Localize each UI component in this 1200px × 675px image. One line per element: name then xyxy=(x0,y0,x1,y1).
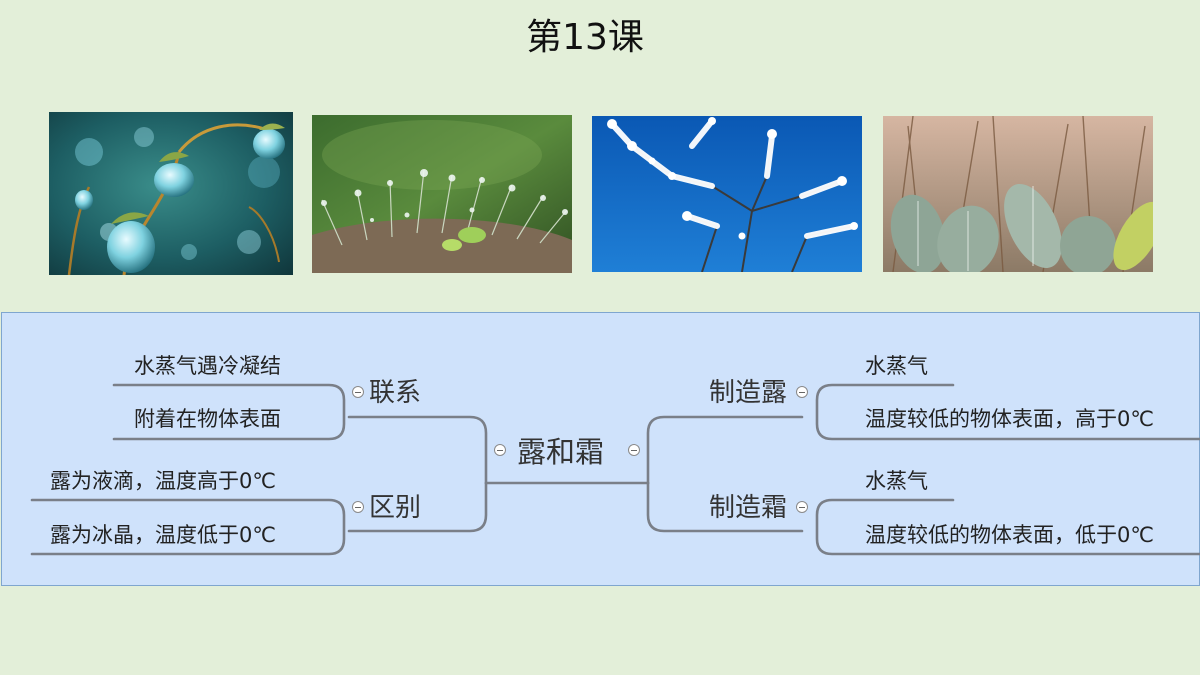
leaf-text: 附着在物体表面 xyxy=(134,407,281,431)
branch-make-frost: 制造霜 xyxy=(709,493,788,523)
leaf-text: 水蒸气 xyxy=(865,469,928,493)
branch-connection: 联系 xyxy=(369,378,422,408)
leaf-text: 温度较低的物体表面，低于0℃ xyxy=(865,523,1154,547)
frost-branches-photo xyxy=(592,116,862,272)
leaf-text: 温度较低的物体表面，高于0℃ xyxy=(865,407,1154,431)
branch-make-dew: 制造露 xyxy=(709,378,788,408)
mindmap-connectors xyxy=(30,383,1200,556)
collapse-branch-icon[interactable] xyxy=(352,501,364,513)
branch-difference: 区别 xyxy=(369,493,422,523)
collapse-left-icon[interactable] xyxy=(494,444,506,456)
mindmap-panel: 露和霜 联系 水蒸气遇冷凝结 附着在物体表面 区别 露为液滴，温度高于0℃ 露为… xyxy=(1,312,1200,586)
leaf-text: 露为液滴，温度高于0℃ xyxy=(50,469,276,493)
dew-photo xyxy=(49,112,293,275)
frost-leaves-photo xyxy=(883,116,1153,272)
dewdrops-grass-photo xyxy=(312,115,572,273)
collapse-branch-icon[interactable] xyxy=(352,386,364,398)
collapse-branch-icon[interactable] xyxy=(796,501,808,513)
collapse-branch-icon[interactable] xyxy=(796,386,808,398)
collapse-right-icon[interactable] xyxy=(628,444,640,456)
leaf-text: 露为冰晶，温度低于0℃ xyxy=(50,523,276,547)
leaf-text: 水蒸气遇冷凝结 xyxy=(134,354,281,378)
mindmap-center-topic: 露和霜 xyxy=(517,435,605,469)
slide-title: 第13课 xyxy=(526,17,644,58)
leaf-text: 水蒸气 xyxy=(865,354,928,378)
